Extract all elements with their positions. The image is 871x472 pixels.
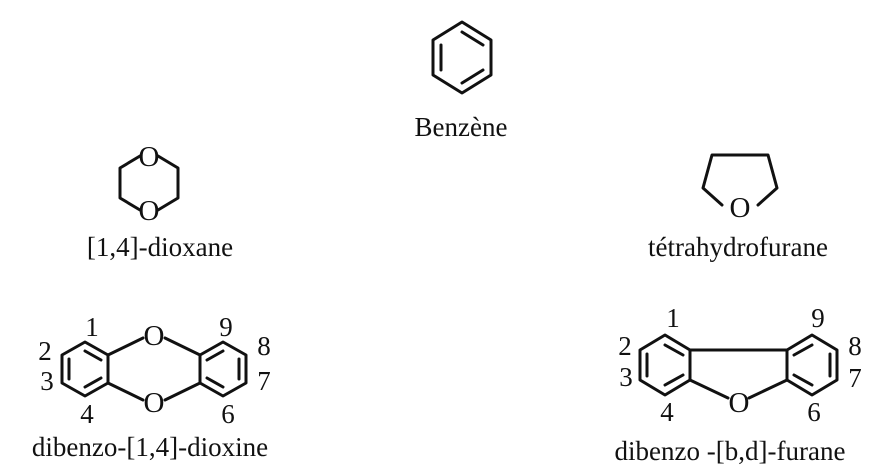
dibenzodioxin-bridge-bond [163,336,202,357]
dioxane-oxygen-bottom: O [139,195,160,227]
dibenzofuran-double-bond [663,373,685,387]
dibenzodioxin-oxygen-top: O [144,320,165,352]
dibenzofuran-ether-bond [688,378,730,400]
dibenzodioxin-double-bond [205,349,225,362]
dibenzodioxin-position-4: 4 [80,399,94,429]
dibenzofuran-position-8: 8 [848,331,862,361]
thf-label: tétrahydrofurane [648,232,828,262]
dioxane-label: [1,4]-dioxane [87,232,233,262]
dibenzofuran-position-6: 6 [807,397,821,427]
benzene-double-bond [460,30,485,47]
dibenzofuran-double-bond [663,343,685,357]
benzene-structure: Benzène [415,20,508,142]
dibenzodioxin-position-8: 8 [257,331,271,361]
dibenzodioxin-bridge-bond [106,381,145,402]
dibenzofuran-ether-bond [747,378,789,400]
dibenzofuran-position-3: 3 [619,362,633,392]
dioxane-structure: O O [1,4]-dioxane [87,141,233,262]
dibenzofuran-double-bond [792,373,814,387]
benzene-label: Benzène [415,112,508,142]
dibenzofuran-position-7: 7 [848,363,862,393]
dibenzodioxin-double-bond [205,376,225,389]
dibenzodioxin-position-2: 2 [38,336,52,366]
dibenzofuran-position-4: 4 [660,397,674,427]
dibenzodioxin-double-bond [83,376,103,389]
dibenzodioxin-structure: O O 1 2 3 4 6 7 8 9 dibenzo-[1,4]-dioxin… [32,312,271,462]
dibenzofuran-structure: O 1 2 3 4 6 7 8 9 dibenzo -[b,d]-furane [615,303,862,466]
dibenzofuran-double-bond [792,343,814,357]
dibenzofuran-label: dibenzo -[b,d]-furane [615,436,846,466]
thf-oxygen: O [730,192,751,224]
dibenzodioxin-position-1: 1 [85,312,99,342]
dioxane-oxygen-top: O [139,141,160,173]
dibenzodioxin-double-bond [83,349,103,362]
dioxane-ring-right [156,154,180,212]
dibenzodioxin-position-6: 6 [221,399,235,429]
thf-ring [701,153,779,207]
dioxane-ring-left [118,154,142,212]
dibenzofuran-position-2: 2 [618,331,632,361]
dibenzodioxin-position-3: 3 [40,366,54,396]
dibenzofuran-position-9: 9 [811,303,825,333]
dibenzodioxin-position-9: 9 [219,312,233,342]
dibenzodioxin-position-7: 7 [257,366,271,396]
benzene-double-bond [460,68,485,85]
dibenzofuran-oxygen: O [729,387,750,419]
dibenzodioxin-label: dibenzo-[1,4]-dioxine [32,432,268,462]
thf-structure: O tétrahydrofurane [648,153,828,262]
dibenzodioxin-oxygen-bottom: O [144,387,165,419]
benzene-ring [431,20,493,95]
dibenzofuran-position-1: 1 [666,303,680,333]
dibenzodioxin-bridge-bond [163,381,202,402]
dibenzodioxin-bridge-bond [106,336,145,357]
